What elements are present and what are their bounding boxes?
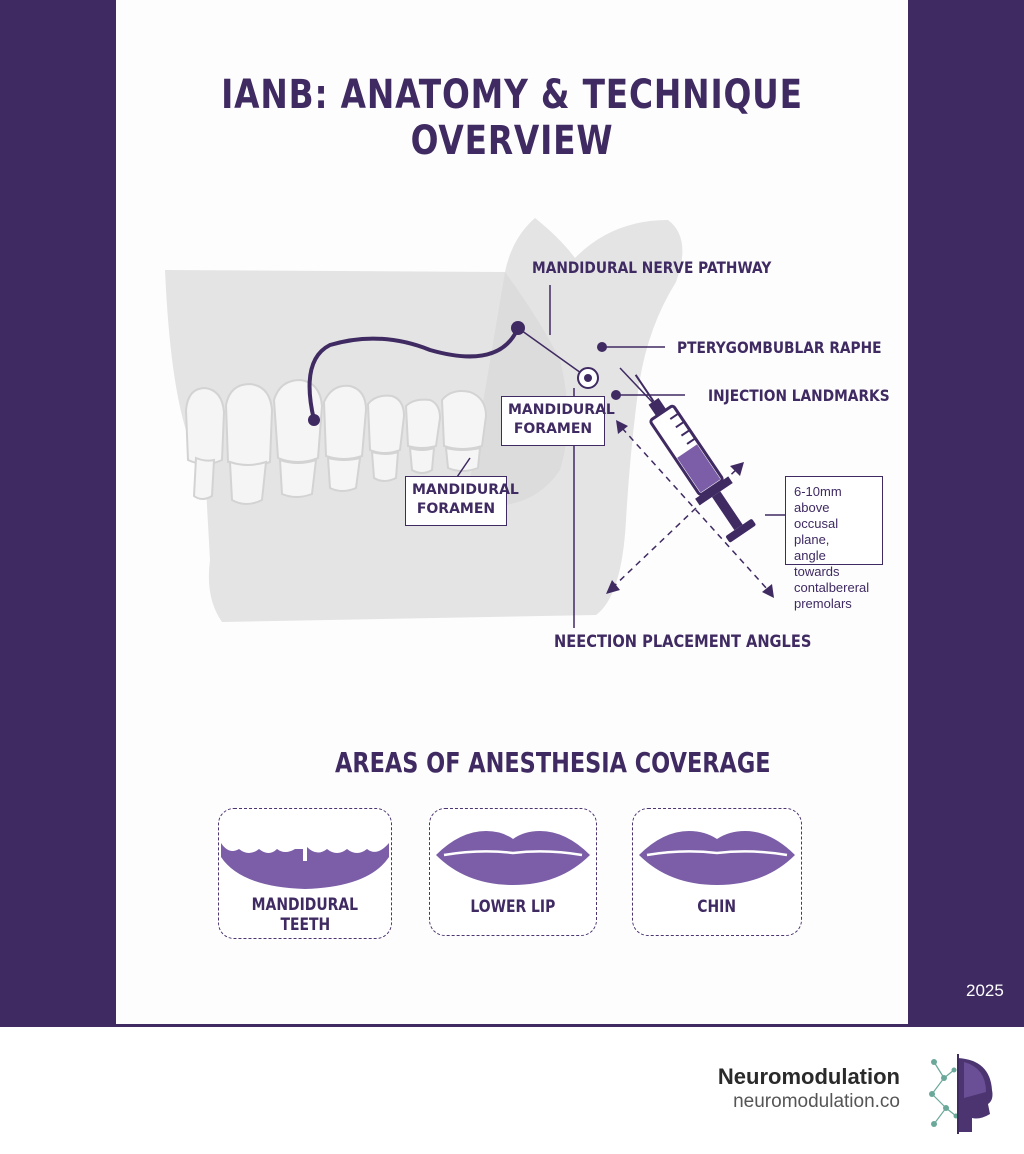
label-placement-angles: NEECTION PLACEMENT ANGLES: [554, 632, 812, 652]
brand-name: Neuromodulation: [717, 1064, 900, 1089]
landmark-dot: [611, 390, 621, 400]
angle-arrow-1: [606, 580, 620, 594]
coverage-card-chin: CHIN: [632, 808, 802, 936]
coverage-card-label: CHIN: [633, 897, 801, 917]
coverage-card-label: LOWER LIP: [430, 897, 596, 917]
nerve-end-dot: [308, 414, 320, 426]
note-line: angle towards: [794, 548, 840, 579]
label-pterygomandibular-raphe: PTERYGOMBUBLAR RAPHE: [677, 338, 882, 357]
brand-url[interactable]: neuromodulation.co: [733, 1091, 900, 1112]
ramus-notch: [470, 272, 568, 505]
card-label-line: TEETH: [280, 915, 330, 935]
chin-icon: [639, 831, 795, 885]
teeth-icon: [221, 843, 389, 889]
note-line: contalbereral: [794, 580, 870, 595]
label-line: MANDIDURAL: [508, 402, 615, 418]
coverage-card-label: MANDIDURAL TEETH: [219, 895, 391, 935]
coverage-section-title: AREAS OF ANESTHESIA COVERAGE: [335, 746, 771, 779]
page-title: IANB: ANATOMY & TECHNIQUE OVERVIEW: [221, 72, 803, 164]
foramen-target-dot: [584, 374, 592, 382]
year-label: 2025: [966, 981, 1004, 1000]
label-line: MANDIDURAL: [412, 482, 519, 498]
angle-arrow-2: [730, 462, 744, 476]
label-line: FORAMEN: [416, 501, 496, 517]
syringe-icon: [634, 374, 756, 543]
card-label-line: MANDIDURAL: [251, 895, 359, 915]
label-injection-landmarks: INJECTION LANDMARKS: [708, 386, 890, 405]
coverage-card-teeth: MANDIDURAL TEETH: [218, 808, 392, 939]
label-mandibular-foramen-upper: MANDIDURAL FORAMEN: [501, 396, 615, 446]
nerve-pathway-line: [307, 326, 520, 422]
lips-icon: [436, 831, 590, 885]
coverage-card-lower-lip: LOWER LIP: [429, 808, 597, 936]
angle-arrow-4: [762, 584, 774, 598]
teeth-row: [184, 378, 488, 505]
note-line: premolars: [794, 596, 852, 611]
label-mandibular-foramen-lower: MANDIDURAL FORAMEN: [405, 476, 519, 526]
card-label-line: LOWER LIP: [470, 897, 556, 917]
note-line: occusal plane,: [794, 516, 839, 547]
technique-note: 6-10mm above occusal plane, angle toward…: [785, 476, 883, 611]
note-line: 6-10mm above: [794, 484, 842, 515]
label-line: FORAMEN: [513, 421, 593, 437]
label-nerve-pathway: MANDIDURAL NERVE PATHWAY: [532, 258, 772, 277]
angle-arrow-3: [616, 420, 628, 434]
raphe-dot: [597, 342, 607, 352]
card-label-line: CHIN: [697, 897, 737, 917]
